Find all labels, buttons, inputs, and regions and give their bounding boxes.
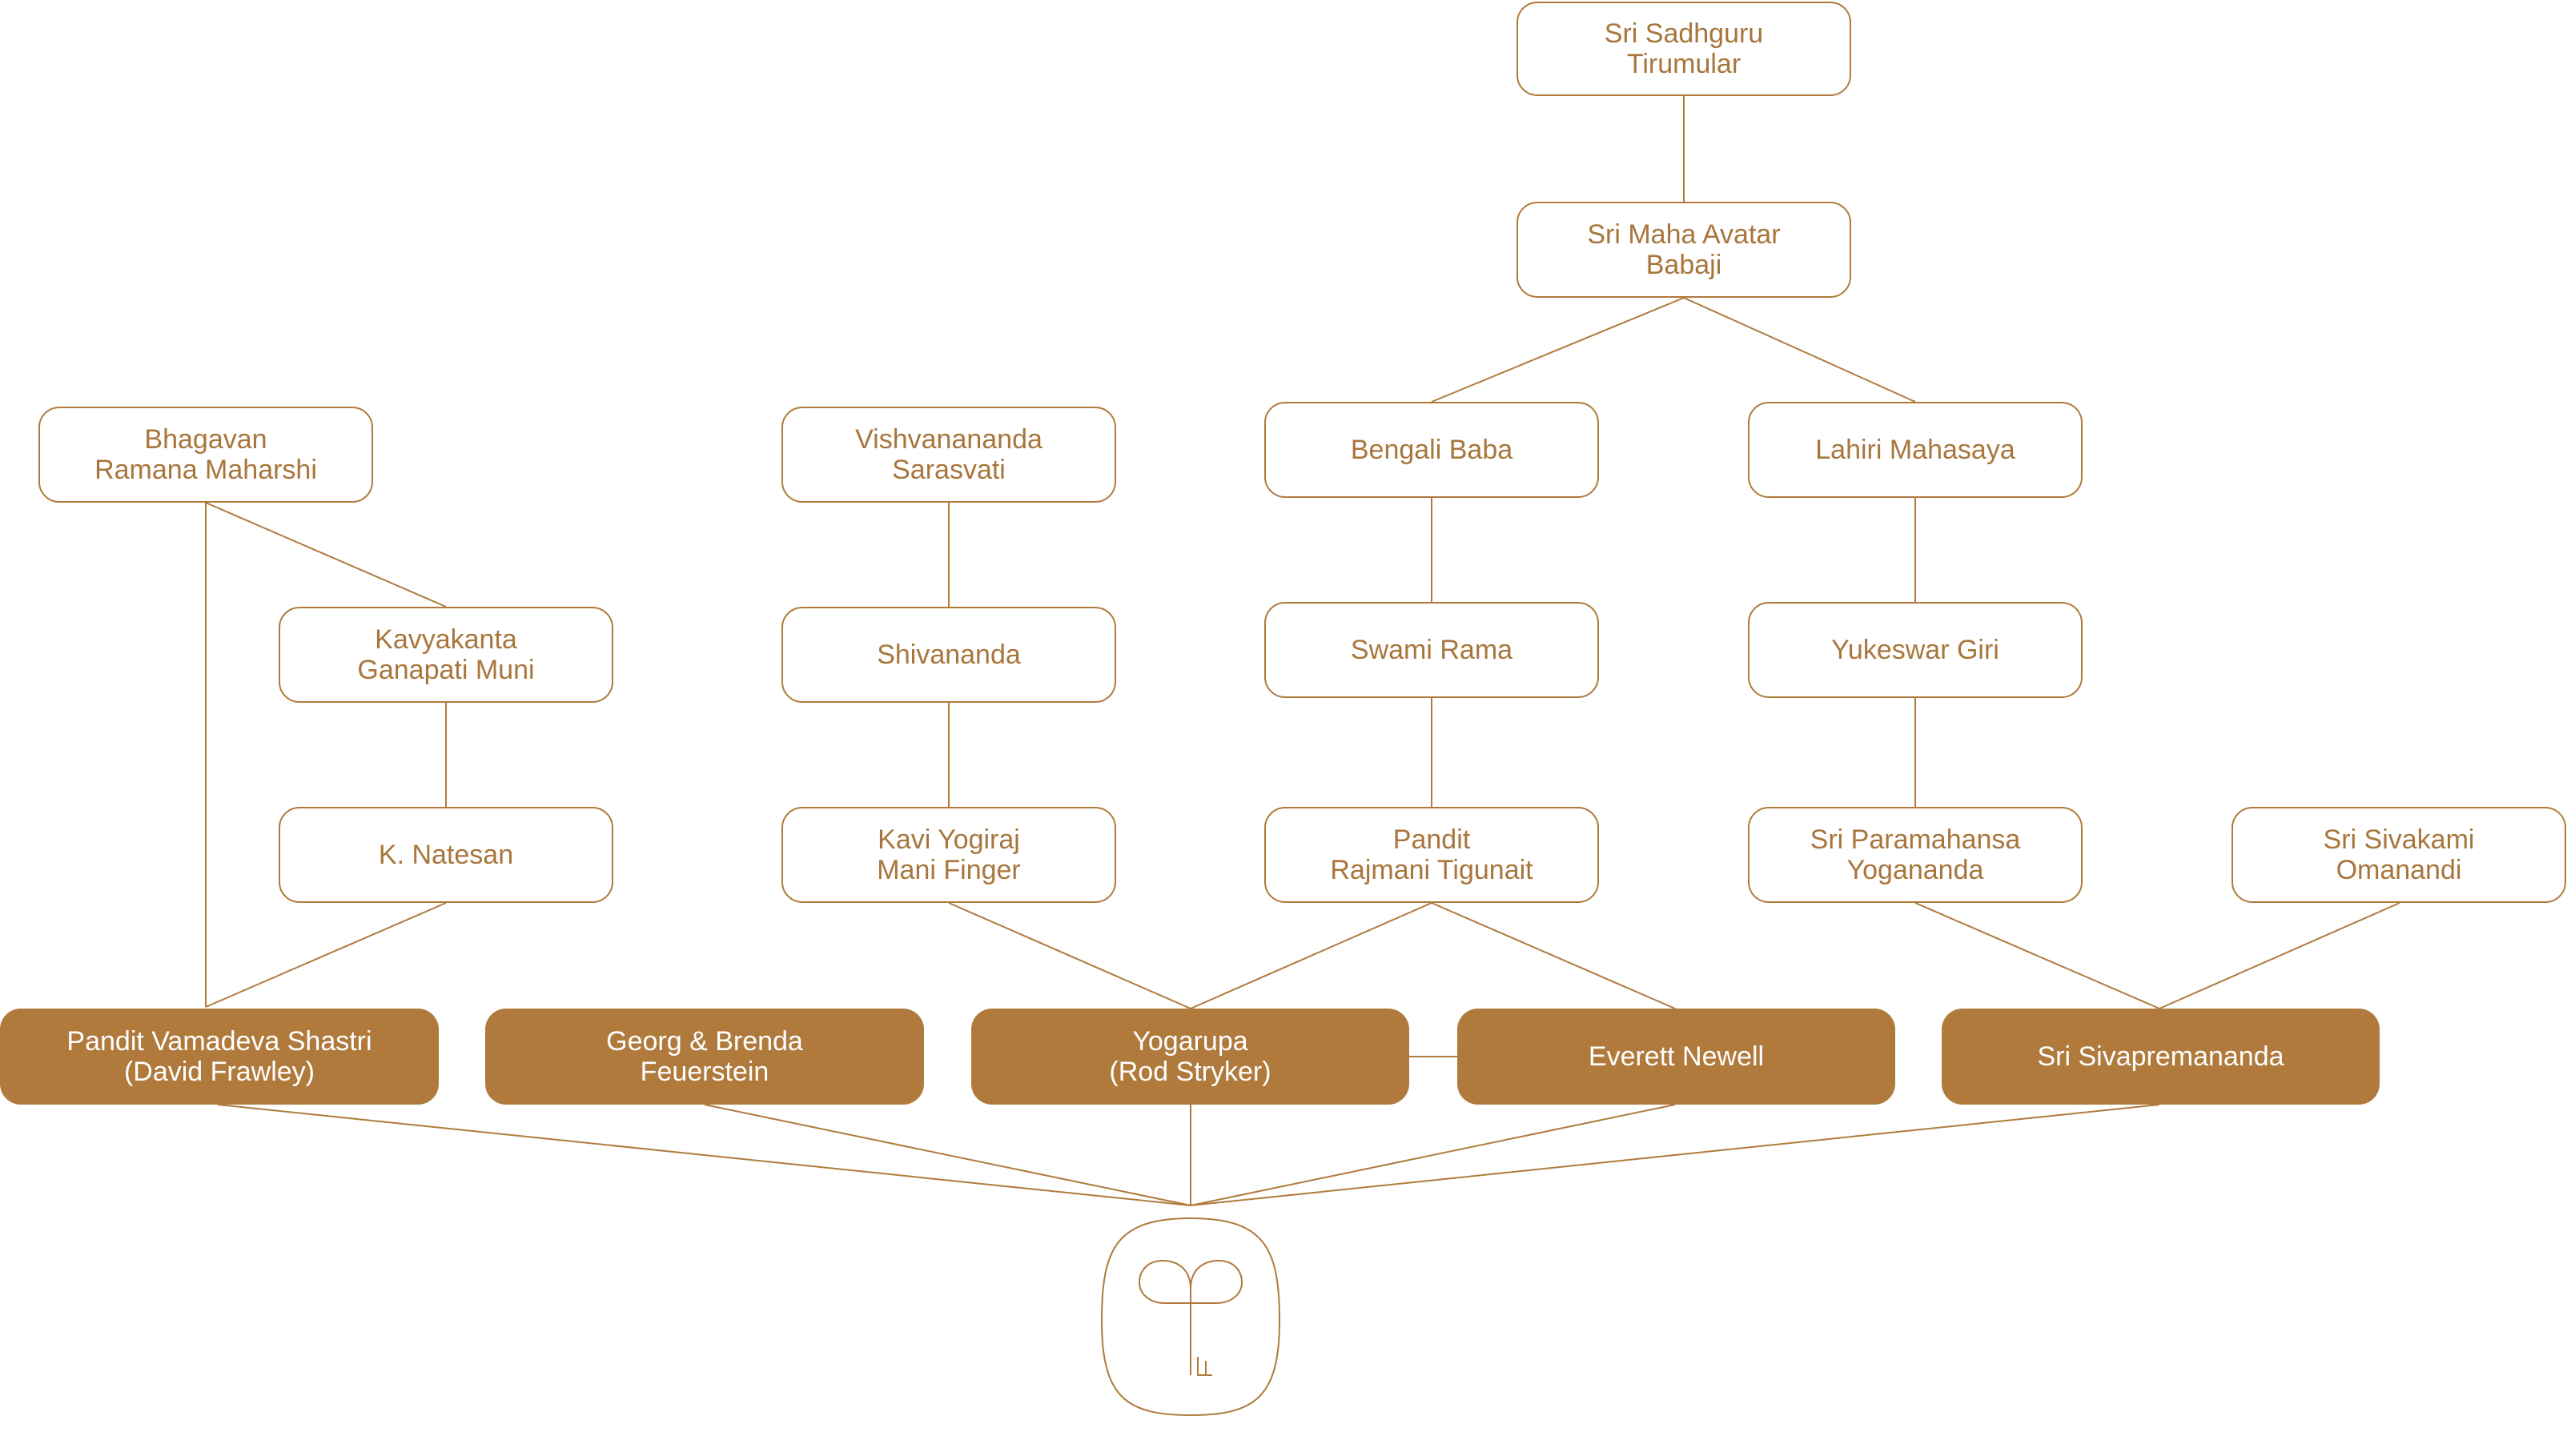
- node-pandit-rajmani: Pandit Rajmani Tigunait: [1264, 807, 1599, 903]
- node-label: Vishvanananda Sarasvati: [855, 424, 1042, 485]
- node-lahiri: Lahiri Mahasaya: [1748, 402, 2083, 498]
- edge-feuerstein-logo: [704, 1104, 1191, 1206]
- node-label: Lahiri Mahasaya: [1815, 435, 2015, 465]
- node-frawley: Pandit Vamadeva Shastri (David Frawley): [0, 1009, 439, 1105]
- node-label: Bengali Baba: [1350, 435, 1513, 465]
- node-shivananda: Shivananda: [781, 607, 1116, 703]
- node-label: Sri Sivapremananda: [2037, 1041, 2284, 1072]
- node-label: Yogarupa (Rod Stryker): [1109, 1026, 1271, 1087]
- node-tirumular: Sri Sadhguru Tirumular: [1516, 2, 1851, 96]
- node-label: Yukeswar Giri: [1831, 635, 1999, 665]
- node-label: Sri Sivakami Omanandi: [2323, 824, 2475, 885]
- node-ramana: Bhagavan Ramana Maharshi: [38, 407, 373, 503]
- edge-sivapremananda-logo: [1190, 1104, 2160, 1206]
- node-sivakami: Sri Sivakami Omanandi: [2232, 807, 2566, 903]
- node-label: Sri Sadhguru Tirumular: [1604, 18, 1764, 79]
- node-label: Georg & Brenda Feuerstein: [606, 1026, 803, 1087]
- edge-babaji-lahiri: [1683, 297, 1916, 403]
- edge-rajmani-yogarupa: [1190, 902, 1432, 1009]
- node-label: Kavi Yogiraj Mani Finger: [877, 824, 1021, 885]
- node-label: Kavyakanta Ganapati Muni: [357, 624, 535, 685]
- node-yukeswar: Yukeswar Giri: [1748, 602, 2083, 698]
- node-vishvanananda: Vishvanananda Sarasvati: [781, 407, 1116, 503]
- node-swami-rama: Swami Rama: [1264, 602, 1599, 698]
- node-kavyakanta: Kavyakanta Ganapati Muni: [279, 607, 613, 703]
- node-feuerstein: Georg & Brenda Feuerstein: [485, 1009, 924, 1105]
- node-label: Bhagavan Ramana Maharshi: [94, 424, 317, 485]
- node-label: K. Natesan: [378, 840, 514, 870]
- node-yogarupa: Yogarupa (Rod Stryker): [971, 1009, 1409, 1105]
- edge-kavi-yogarupa: [948, 902, 1191, 1009]
- node-label: Pandit Vamadeva Shastri (David Frawley): [66, 1026, 372, 1087]
- node-sivapremananda: Sri Sivapremananda: [1942, 1009, 2380, 1105]
- node-natesan: K. Natesan: [279, 807, 613, 903]
- node-label: Everett Newell: [1588, 1041, 1765, 1072]
- node-label: Pandit Rajmani Tigunait: [1330, 824, 1533, 885]
- node-label: Shivananda: [877, 640, 1021, 670]
- node-kavi-yogiraj: Kavi Yogiraj Mani Finger: [781, 807, 1116, 903]
- edge-sivakami-sivapremananda: [2159, 902, 2400, 1009]
- edge-rajmani-everett: [1431, 902, 1676, 1009]
- edge-natesan-frawley: [205, 902, 447, 1008]
- edge-everett-logo: [1190, 1104, 1676, 1206]
- edge-frawley-logo: [217, 1104, 1191, 1206]
- node-label: Swami Rama: [1350, 635, 1513, 665]
- edge-ramana-kavyakanta: [205, 502, 447, 608]
- node-yogananda: Sri Paramahansa Yogananda: [1748, 807, 2083, 903]
- edge-yogananda-sivapremananda: [1914, 902, 2160, 1009]
- node-everett-newell: Everett Newell: [1457, 1009, 1895, 1105]
- node-babaji: Sri Maha Avatar Babaji: [1516, 202, 1851, 298]
- node-label: Sri Paramahansa Yogananda: [1810, 824, 2021, 885]
- edge-babaji-bengali: [1431, 297, 1685, 403]
- node-bengali-baba: Bengali Baba: [1264, 402, 1599, 498]
- node-label: Sri Maha Avatar Babaji: [1587, 219, 1781, 280]
